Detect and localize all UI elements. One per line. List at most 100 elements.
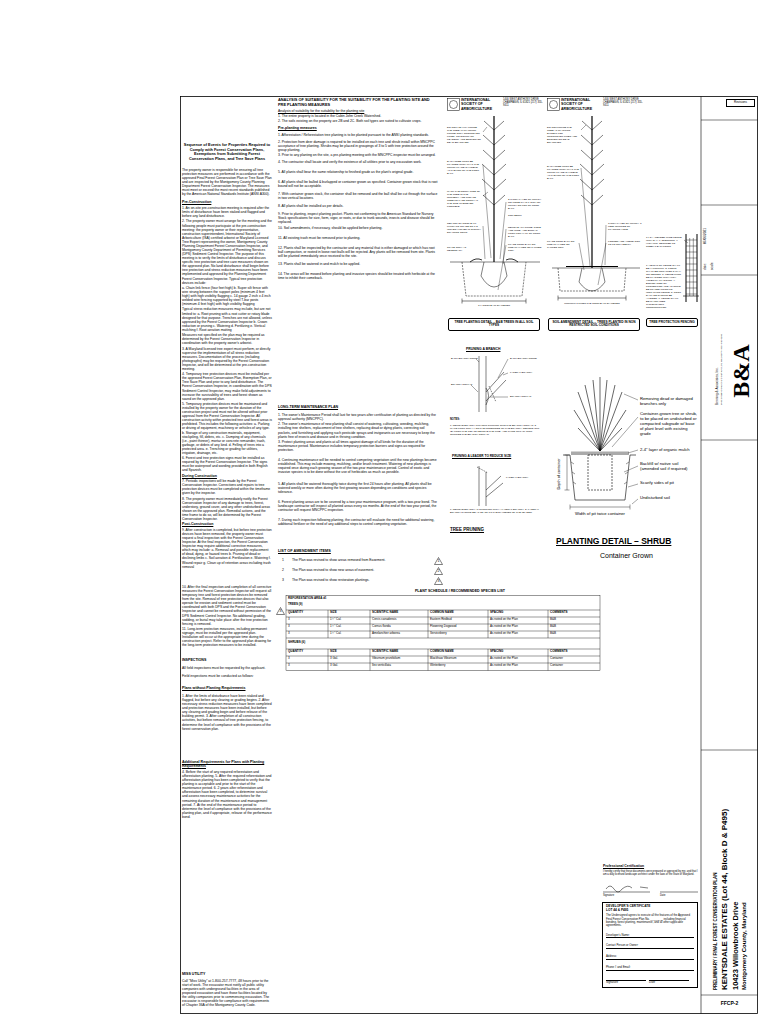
line-art — [450, 262, 540, 263]
line-art — [479, 356, 486, 412]
line-art — [566, 266, 618, 267]
plant-schedule-grid — [286, 596, 600, 671]
heading-text: NOTES: — [450, 418, 480, 421]
note-text: 2-3 INCH LAYER OF MULCH. NO MORE THAN 1 … — [508, 198, 544, 210]
note-text: 4. Temporary tree protection devices mus… — [182, 372, 272, 401]
line-art — [701, 97, 702, 1014]
note-text: 1. The owner's Maintenance Period shall … — [278, 413, 438, 421]
heading-text: SIZE — [330, 650, 368, 654]
note-text: 1400 WEST ANTHONY DRIVE CHAMPAIGN, IL 61… — [503, 98, 543, 107]
title-block-text: PRELIMINARY / FINAL FOREST CONSERVATION … — [713, 760, 718, 990]
note-text: 9. Prior to planting, inspect planting p… — [278, 212, 438, 224]
heading-text: COMMON NAME — [430, 650, 486, 654]
note-text: 3 X ROOT BALL DIAMETER — [474, 304, 514, 307]
line-art — [470, 259, 518, 262]
note-text: PLACE ROOT BALL ON UNEXCAVATED OR TAMPED… — [547, 240, 577, 249]
note-text: Field inspections must be conducted as f… — [182, 674, 272, 678]
note-text: Scarify sides of pit — [640, 480, 698, 485]
note-text: 2 — [282, 568, 290, 572]
note-text: BRANCH COLLAR — [451, 383, 481, 386]
note-text: As noted on the Plan — [490, 632, 546, 636]
heading-text: SIZE — [330, 611, 368, 615]
note-text: B&B — [550, 632, 598, 636]
line-art — [181, 97, 758, 1014]
heading-text: LONG-TERM MAINTENANCE PLAN — [278, 405, 438, 409]
note-text: 2. The owner's maintenance of new planti… — [278, 422, 438, 438]
note-text: 1. REMOVE BRANCH WITHOUT CUTTING INTO TH… — [450, 424, 540, 436]
note-text: EACH TREE MUST BE PLANTED SUCH THAT THE … — [547, 165, 579, 180]
note-text: 5. All plants shall bear the same relati… — [278, 170, 438, 174]
line-art — [493, 116, 494, 262]
title-block-text: scale: — [711, 248, 715, 270]
line-art — [580, 121, 604, 205]
certificate-heading: LOT 44 & P495 — [606, 909, 694, 913]
note-text: 1400 WEST ANTHONY DRIVE CHAMPAIGN, IL 61… — [603, 98, 643, 107]
detail-title-box: SOIL AMENDMENT DETAIL – TREES PLANTED IN… — [548, 318, 640, 331]
note-text: Analysis of suitability for the suitabil… — [278, 109, 438, 113]
node-text: 3 — [434, 577, 443, 584]
node-text: 2 — [434, 567, 443, 574]
heading-text: QUANTITY — [288, 611, 326, 615]
revision-triangle: 3 — [276, 607, 285, 615]
note-text: BARK BRANCH RIDGE — [451, 357, 481, 360]
heading-text: SCIENTIFIC NAME — [372, 650, 426, 654]
note-text: EACH TREE MUST BE PLANTED SUCH THAT THE … — [447, 160, 481, 175]
note-text: As noted on the Plan — [490, 657, 546, 661]
note-text: a. Chain link fence (four feet high) b. … — [182, 286, 272, 306]
note-text: Removing dead or damaged branches only — [640, 396, 698, 406]
note-text: The Plan was revised to show new areas o… — [292, 568, 430, 572]
note-text: REMOVE ALL TWINE, ROPE AND WIRE, AND BUR… — [508, 226, 544, 238]
note-text: Date — [660, 894, 690, 897]
triangle-shape — [277, 608, 285, 615]
note-text: 2. The property owner must arrange for t… — [182, 219, 272, 284]
note-text: 3. Protect planting areas and plants at … — [278, 440, 438, 452]
note-text: 1½" Cal. — [330, 632, 368, 636]
heading-text: REFORESTATION AREA #1 — [288, 597, 438, 601]
certificate-field: Address: — [606, 955, 694, 960]
heading-text: MISS UTILITY — [182, 972, 272, 976]
note-text: LOOSEN AND AMEND SOIL TO 12 INCH DEPTH — [608, 240, 642, 246]
note-text: Signature — [603, 894, 643, 897]
heading-text: During Construction — [182, 474, 272, 478]
note-text: STAKE ONLY AS NECESSARY — [447, 246, 481, 252]
note-text: 7. During each inspection following plan… — [278, 518, 438, 526]
note-text: 2. The soils existing on the property ar… — [278, 119, 438, 123]
note-text: MINIMUM 3 TIMES THE ROOT BALL DIAMETER — [562, 302, 622, 305]
fence-figure — [683, 234, 699, 302]
line-art — [683, 296, 699, 297]
revision-triangle: 3 — [434, 577, 443, 585]
line-art — [286, 610, 600, 663]
line-art — [486, 388, 489, 405]
note-text: Measures not specified on the plan may b… — [182, 333, 272, 345]
note-text: 3 — [288, 625, 326, 629]
note-text: SOIL BERM — [508, 214, 544, 217]
note-text: 8. The property owner must immediately n… — [182, 497, 272, 521]
title-block-text: Benning & Associates, Inc. — [716, 315, 720, 405]
note-text: The Plan was revised to show restoration… — [292, 578, 430, 582]
line-art — [481, 262, 507, 287]
line-art — [483, 127, 506, 290]
note-text: Serviceberry — [430, 632, 486, 636]
note-text: 13. Plants shall be watered in and mulch… — [278, 262, 438, 266]
heading-text: COMMON NAME — [430, 611, 486, 615]
heading-text: PLANTING DETAIL – SHRUB — [556, 536, 698, 546]
node-text: 1 — [434, 557, 443, 564]
shrub-figure — [563, 377, 638, 510]
heading-text: INTERNATIONAL SOCIETY OF ARBORICULTURE — [561, 98, 599, 111]
note-text: 5. Temporary protection devices must be … — [182, 402, 272, 455]
line-art — [489, 386, 496, 402]
note-text: 3 — [282, 578, 290, 582]
heading-text: Plans without Planting Requirements — [182, 686, 272, 690]
node-text: SOIL AMENDMENT DETAIL – TREES PLANTED IN… — [551, 321, 637, 329]
note-text: 1. REMOVE BRANCH AT JUNCTION WITH A LATE… — [450, 508, 540, 514]
line-art — [701, 440, 758, 441]
line-art — [462, 299, 526, 304]
note-text: 3 Gal. — [330, 657, 368, 661]
note-text: 4. The contractor shall locate and verif… — [278, 160, 438, 164]
tree-planting-figure — [450, 116, 540, 304]
note-text: Winterberry — [430, 664, 486, 668]
note-text: 2. Protection from deer damage is requir… — [278, 140, 438, 152]
line-art — [588, 455, 612, 490]
title-block-text: 10423 Willowbrook Drive — [731, 760, 740, 990]
